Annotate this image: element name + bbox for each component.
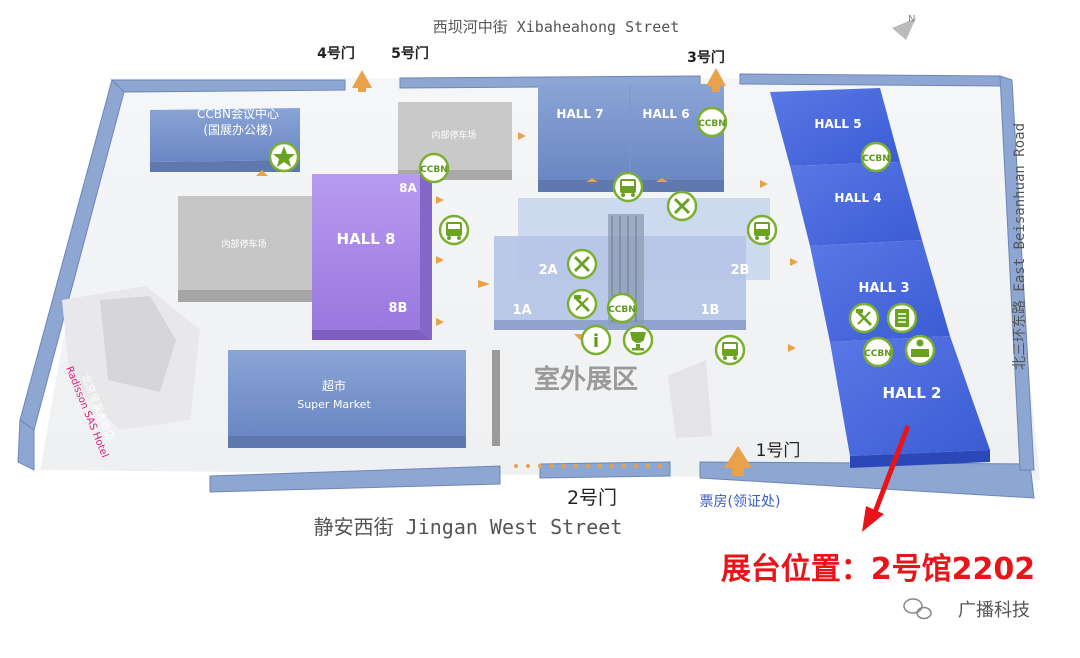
hall-8b-label: 8B (389, 301, 408, 316)
ccbn-icon[interactable]: CCBN (418, 152, 450, 184)
gate-2-label: 2号门 (567, 487, 617, 509)
bus-icon[interactable] (714, 334, 746, 366)
tools-icon[interactable] (566, 288, 598, 320)
gate-arrows (352, 68, 752, 476)
info-icon[interactable]: i (580, 324, 612, 356)
wechat-icon (903, 598, 932, 620)
tools-icon[interactable] (848, 302, 880, 334)
hall-8[interactable]: HALL 8 8A 8B (312, 174, 432, 340)
svg-text:CCBN: CCBN (862, 154, 890, 164)
outdoor-area-label: 室外展区 (534, 364, 638, 395)
hall-8a-label: 8A (399, 181, 417, 195)
ccbn-center-sublabel: (国展办公楼) (203, 122, 272, 137)
ccbn-conference-building[interactable]: CCBN会议中心 (国展办公楼) (150, 106, 300, 172)
restaurant-icon[interactable] (666, 190, 698, 222)
svg-text:CCBN: CCBN (864, 349, 892, 359)
svg-text:CCBN: CCBN (608, 305, 636, 315)
ccbn-icon[interactable]: CCBN (606, 292, 638, 324)
ccbn-icon[interactable]: CCBN (862, 336, 894, 368)
hall-5-label: HALL 5 (814, 117, 861, 131)
east-street-label: 北三环东路 East Beisanhuan Road (1012, 123, 1028, 370)
hall-2-label: HALL 2 (883, 384, 942, 402)
path-arrows (256, 132, 798, 352)
supermarket[interactable]: 超市 Super Market (228, 350, 466, 448)
hall-1a-label: 1A (512, 303, 531, 318)
parking-left: 内部停车场 (178, 196, 312, 302)
bus-icon[interactable] (438, 214, 470, 246)
hall-2a-label: 2A (538, 263, 557, 278)
star-icon[interactable] (268, 141, 300, 173)
gate-2-dots (514, 464, 662, 468)
ccbn-center-label: CCBN会议中心 (197, 106, 279, 121)
radisson-hotel[interactable]: Radisson SAS Hotel 北京皇家大饭店 (62, 286, 200, 459)
parking-left-label: 内部停车场 (221, 238, 266, 250)
bus-icon[interactable] (612, 171, 644, 203)
svg-text:N: N (908, 14, 915, 25)
booth-pointer-arrow (862, 425, 911, 532)
trophy-icon[interactable] (622, 324, 654, 356)
ccbn-icon[interactable]: CCBN (860, 141, 892, 173)
gate-3-label: 3号门 (687, 49, 725, 66)
bus-icon[interactable] (746, 214, 778, 246)
restaurant-icon[interactable] (566, 248, 598, 280)
svg-text:CCBN: CCBN (420, 165, 448, 175)
parking-top: 内部停车场 (398, 102, 512, 180)
hall-1b-label: 1B (701, 303, 720, 318)
service-desk-icon[interactable] (904, 334, 936, 366)
ccbn-icon[interactable]: CCBN (696, 106, 728, 138)
hall-7-label: HALL 7 (556, 107, 603, 121)
svg-text:i: i (593, 331, 599, 352)
hall-2b-label: 2B (731, 263, 750, 278)
north-street-label: 西坝河中街 Xibaheahong Street (433, 18, 680, 36)
watermark-label: 广播科技 (958, 600, 1030, 621)
south-street-label: 静安西街 Jingan West Street (314, 515, 623, 539)
hall-8-label: HALL 8 (337, 230, 396, 248)
hall-3-label: HALL 3 (858, 281, 909, 296)
hall-4-label: HALL 4 (834, 191, 881, 205)
supermarket-label-en: Super Market (297, 398, 371, 411)
gate-1-label: 1号门 (756, 441, 801, 461)
outdoor-structure (492, 350, 712, 446)
gate-5-label: 5号门 (391, 45, 429, 62)
booth-location-label: 展台位置：2号馆2202 (721, 552, 1035, 587)
document-icon[interactable] (886, 302, 918, 334)
parking-top-label: 内部停车场 (431, 129, 476, 141)
svg-text:CCBN: CCBN (698, 119, 726, 129)
hall-4[interactable]: HALL 4 (790, 162, 922, 246)
hall-6-label: HALL 6 (642, 107, 689, 121)
ticket-office-label: 票房(领证处) (700, 494, 781, 510)
hall-2[interactable]: HALL 2 (830, 336, 990, 468)
compass-icon: N (892, 14, 916, 40)
gate-4-label: 4号门 (317, 45, 355, 62)
supermarket-label-cn: 超市 (322, 378, 346, 393)
